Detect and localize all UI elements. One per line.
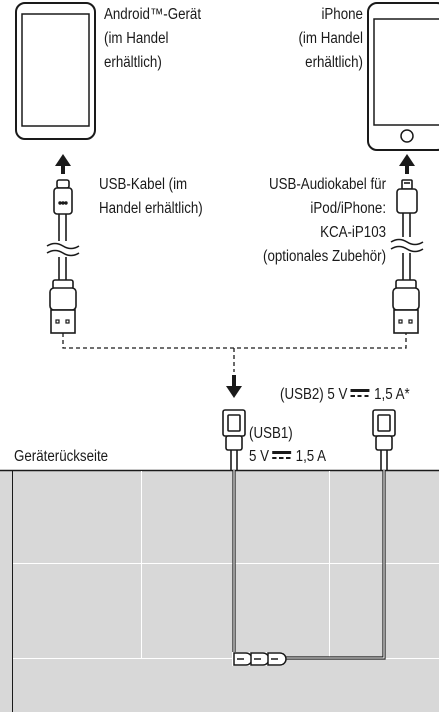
iphone-icon	[367, 2, 439, 151]
rear-panel-label: Geräterückseite	[14, 448, 109, 465]
rear-panel	[0, 469, 439, 712]
usb-audio-cable-icon	[390, 179, 424, 334]
down-arrow-icon	[226, 375, 242, 398]
alternative-bracket	[62, 333, 407, 372]
iphone-label: iPhone (im Handel erhältlich)	[298, 6, 363, 71]
android-up-arrow-icon	[55, 154, 71, 174]
dc-symbol-icon	[350, 389, 370, 398]
dc-symbol-icon	[272, 451, 292, 460]
usb-audio-cable-label: USB-Audiokabel für iPod/iPhone: KCA-iP10…	[262, 176, 386, 265]
usb1-port-label: (USB1)	[249, 425, 293, 442]
iphone-up-arrow-icon	[399, 154, 415, 174]
android-device-label: Android™-Gerät (im Handel erhältlich)	[104, 6, 202, 71]
usb1-port-icon	[222, 409, 246, 470]
usb2-port-icon	[372, 409, 396, 470]
connector-block-icon	[232, 652, 287, 666]
internal-cables	[232, 470, 386, 660]
android-phone-icon	[15, 2, 96, 140]
usb-cable-icon	[46, 179, 80, 334]
usb-cable-label: USB-Kabel (im Handel erhältlich)	[99, 176, 203, 217]
